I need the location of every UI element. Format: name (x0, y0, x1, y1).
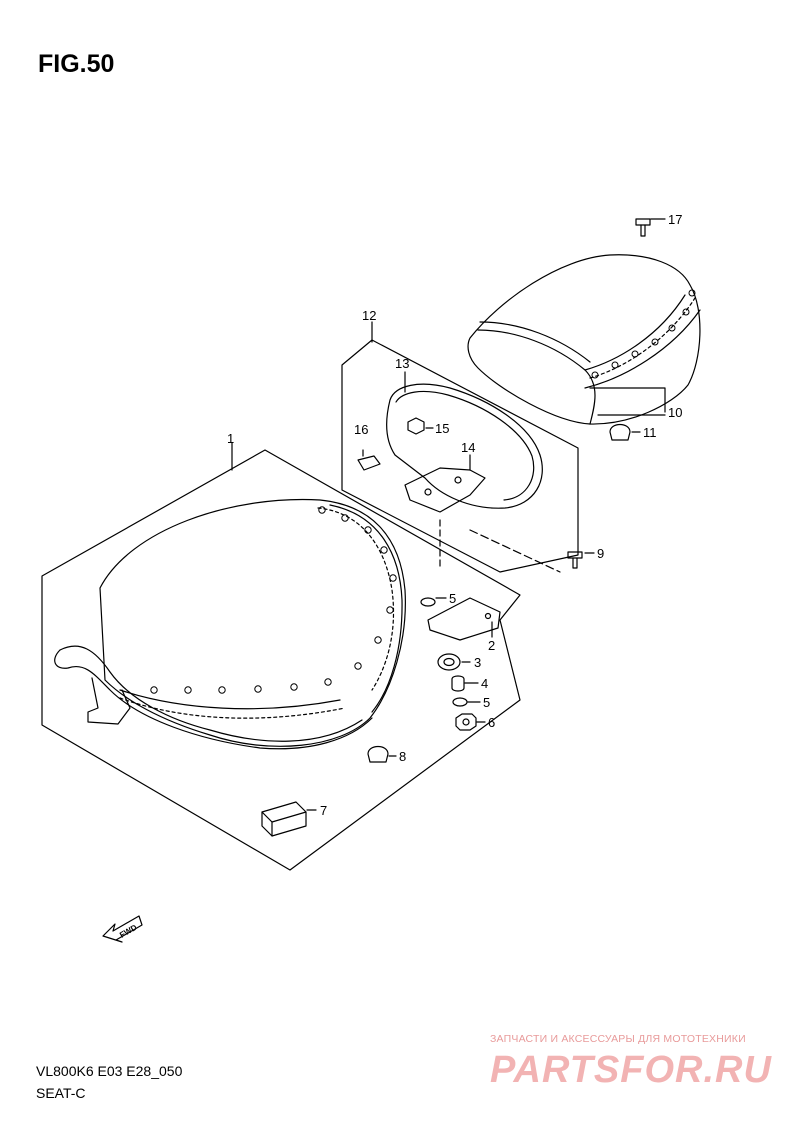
nut-6 (455, 713, 477, 731)
callout-13: 13 (395, 356, 409, 371)
section-name: SEAT-C (36, 1085, 86, 1101)
callout-2: 2 (488, 638, 495, 653)
washer-5-lower (452, 697, 468, 707)
front-seat-bracket (427, 597, 501, 641)
callout-17: 17 (668, 212, 682, 227)
grommet-3 (437, 653, 461, 671)
rear-seat-frame (386, 383, 543, 509)
block-7 (261, 801, 307, 837)
watermark-logo[interactable]: PARTSFOR.RU (490, 1049, 772, 1091)
callout-16: 16 (354, 422, 368, 437)
bolt-17 (635, 218, 651, 237)
cushion-16 (357, 455, 381, 471)
front-seat (54, 498, 406, 750)
callout-leaders (231, 218, 666, 811)
callout-9: 9 (597, 546, 604, 561)
callout-10: 10 (668, 405, 682, 420)
figure-title: FIG.50 (38, 50, 115, 78)
callout-4: 4 (481, 676, 488, 691)
callout-3: 3 (474, 655, 481, 670)
grommet-11 (609, 423, 631, 441)
callout-6: 6 (488, 715, 495, 730)
callout-14: 14 (461, 440, 475, 455)
rear-seat-bracket (404, 467, 486, 513)
callout-11: 11 (643, 425, 657, 440)
rear-seat-group-outline (341, 339, 579, 573)
cushion-8 (367, 745, 389, 763)
fwd-arrow-icon (102, 915, 143, 943)
watermark-tagline: ЗАПЧАСТИ И АКСЕССУАРЫ ДЛЯ МОТОТЕХНИКИ (490, 1033, 746, 1045)
collar-4 (451, 675, 465, 692)
bolt-9 (567, 551, 583, 569)
callout-5-upper: 5 (449, 591, 456, 606)
callout-7: 7 (320, 803, 327, 818)
callout-12: 12 (362, 308, 376, 323)
callout-1: 1 (227, 431, 234, 446)
rear-seat (467, 254, 701, 425)
nut-15 (407, 417, 425, 435)
callout-5-lower: 5 (483, 695, 490, 710)
callout-8: 8 (399, 749, 406, 764)
bolt-9-dashed-leader (469, 529, 561, 573)
callout-15: 15 (435, 421, 449, 436)
model-code: VL800K6 E03 E28_050 (36, 1063, 183, 1079)
washer-5-upper (420, 597, 436, 607)
front-seat-group-outline (41, 449, 521, 871)
